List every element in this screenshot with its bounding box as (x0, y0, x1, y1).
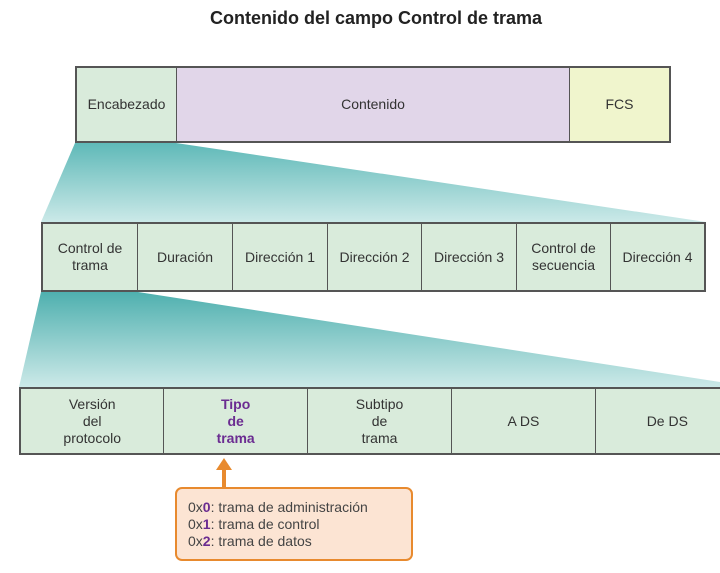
frame-cell-header-label: Encabezado (87, 96, 166, 112)
frame-cell-fcs-label: FCS (605, 96, 634, 112)
frame-cell-header: Encabezado (77, 68, 177, 141)
callout-line-control: 0x1: trama de control (188, 516, 411, 533)
frame-structure: Encabezado Contenido FCS (75, 66, 671, 143)
callout-prefix: 0x (188, 533, 203, 549)
field-frame-control: Control de trama (43, 224, 138, 290)
subfield-to-ds: A DS (452, 389, 596, 453)
callout-text: : trama de administración (210, 499, 368, 515)
subfield-protocol-version: Versión del protocolo (21, 389, 165, 453)
field-address-1: Dirección 1 (233, 224, 328, 290)
callout-code: 0 (202, 499, 211, 515)
diagram-title: Contenido del campo Control de trama (209, 8, 543, 28)
callout-text: : trama de datos (210, 533, 312, 549)
field-duration: Duración (138, 224, 233, 290)
frame-cell-fcs: FCS (570, 68, 669, 141)
subfield-from-ds: De DS (595, 389, 720, 453)
frame-cell-content: Contenido (177, 68, 570, 141)
frame-control-subfields: Versión del protocolo Tipo de trama Subt… (19, 387, 720, 455)
callout-text: : trama de control (210, 516, 320, 532)
field-sequence-control: Control de secuencia (517, 224, 611, 290)
frame-cell-content-label: Contenido (341, 96, 405, 112)
field-address-2: Dirección 2 (328, 224, 422, 290)
callout-code: 1 (202, 516, 211, 532)
up-arrow-icon (216, 458, 232, 490)
frame-type-callout: 0x0: trama de administración 0x1: trama … (175, 487, 413, 561)
zoom-trapezoid-control (19, 292, 720, 387)
header-fields: Control de trama Duración Dirección 1 Di… (41, 222, 706, 292)
subfield-frame-subtype: Subtipo de trama (307, 389, 453, 453)
callout-line-management: 0x0: trama de administración (188, 499, 411, 516)
zoom-trapezoid-header (41, 143, 706, 222)
callout-prefix: 0x (188, 499, 203, 515)
callout-code: 2 (202, 533, 211, 549)
field-address-3: Dirección 3 (422, 224, 517, 290)
callout-line-data: 0x2: trama de datos (188, 533, 411, 550)
subfield-frame-type: Tipo de trama (164, 389, 308, 453)
field-address-4: Dirección 4 (611, 224, 704, 290)
callout-prefix: 0x (188, 516, 203, 532)
